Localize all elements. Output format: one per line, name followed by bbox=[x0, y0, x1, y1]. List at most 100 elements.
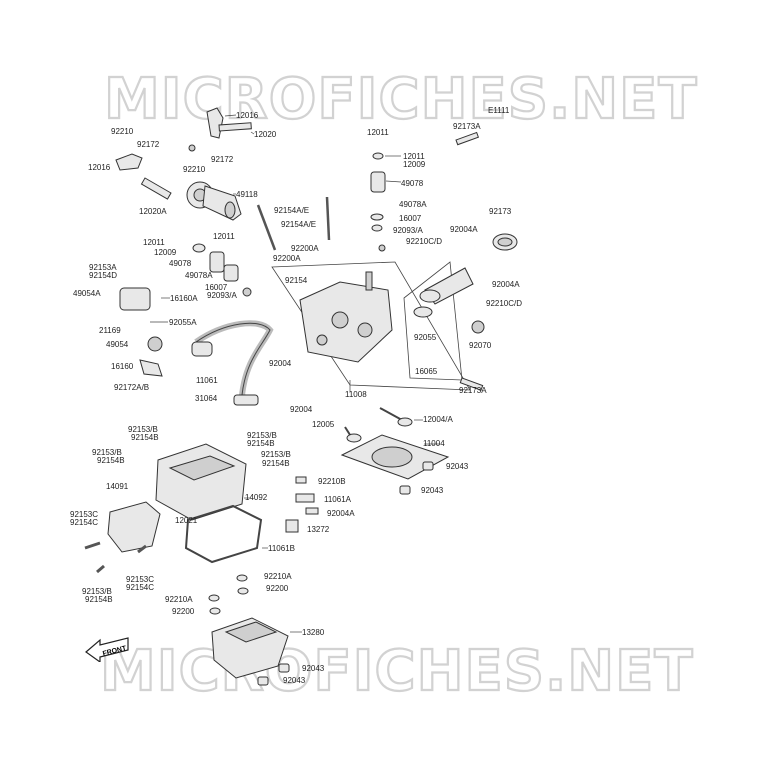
part-label: 92153A bbox=[89, 263, 117, 272]
part-label: 92153/B bbox=[92, 448, 122, 457]
cylinder-gasket bbox=[340, 434, 450, 480]
part-label: 11061 bbox=[196, 376, 218, 385]
part-label: 12016 bbox=[88, 163, 111, 172]
cover-gasket bbox=[184, 504, 263, 564]
head-cover bbox=[155, 443, 247, 521]
camshaft bbox=[186, 181, 242, 221]
part-label: 92154C bbox=[70, 518, 99, 527]
part-label: 92153/B bbox=[128, 425, 158, 434]
part-label: 92043 bbox=[421, 486, 444, 495]
part-label: 14092 bbox=[245, 493, 268, 502]
part-label: 12004/A bbox=[423, 415, 453, 424]
part-label: 11004 bbox=[423, 439, 445, 448]
part-label: 16065 bbox=[415, 367, 438, 376]
part-label: 92154B bbox=[262, 459, 290, 468]
part-label: 92154B bbox=[85, 595, 113, 604]
part-label: 92210 bbox=[183, 165, 206, 174]
clip-bottom bbox=[459, 377, 484, 391]
pipe-flange bbox=[233, 394, 259, 406]
part-label: 92172A/B bbox=[114, 383, 150, 392]
pipe-inlet bbox=[191, 341, 213, 357]
part-label: 92153C bbox=[126, 575, 155, 584]
part-label: 92210 bbox=[111, 127, 134, 136]
part-label: 12011 bbox=[367, 128, 389, 137]
valve-spring-right bbox=[370, 152, 386, 252]
part-label: 92055 bbox=[414, 333, 437, 342]
part-label: 12020A bbox=[139, 207, 167, 216]
valve-spring-left bbox=[192, 243, 252, 297]
part-label: 11061A bbox=[324, 495, 351, 504]
part-label: 16007 bbox=[205, 283, 228, 292]
part-label: 16160A bbox=[170, 294, 198, 303]
part-label: 92043 bbox=[446, 462, 469, 471]
part-label: 92210A bbox=[264, 572, 292, 581]
part-label: 31064 bbox=[195, 394, 218, 403]
part-label: 92070 bbox=[469, 341, 492, 350]
part-label: 92173A bbox=[459, 386, 487, 395]
part-label: 92004 bbox=[290, 405, 313, 414]
part-label: 12009 bbox=[403, 160, 426, 169]
crankcase-part bbox=[208, 574, 289, 679]
part-label: 49078 bbox=[401, 179, 424, 188]
part-label: 92154B bbox=[247, 439, 275, 448]
clip-top bbox=[455, 131, 480, 146]
part-label: 16007 bbox=[399, 214, 422, 223]
cylinder-head bbox=[299, 271, 393, 363]
part-label: 92154A/E bbox=[274, 206, 310, 215]
part-label: 92173 bbox=[489, 207, 512, 216]
front-direction-arrow: FRONT bbox=[85, 637, 129, 662]
part-label: 16160 bbox=[111, 362, 134, 371]
part-label: 92004A bbox=[450, 225, 478, 234]
part-label: 92153/B bbox=[247, 431, 277, 440]
part-label: 92154C bbox=[126, 583, 155, 592]
part-label: 92154B bbox=[97, 456, 125, 465]
part-label: 92172 bbox=[211, 155, 234, 164]
part-label: 92004 bbox=[269, 359, 292, 368]
rocker-arm-group bbox=[115, 107, 252, 200]
part-label: 49054A bbox=[73, 289, 101, 298]
part-label: 92093/A bbox=[393, 226, 423, 235]
part-label: 12020 bbox=[254, 130, 277, 139]
part-label: 12005 bbox=[312, 420, 335, 429]
intake-pipe bbox=[413, 267, 474, 318]
part-label: 92200A bbox=[273, 254, 301, 263]
part-label: 92154 bbox=[285, 276, 308, 285]
part-label: 92200 bbox=[266, 584, 289, 593]
part-label: 12011 bbox=[213, 232, 235, 241]
part-label: 92210C/D bbox=[486, 299, 523, 308]
part-label: 49078A bbox=[399, 200, 427, 209]
hose-clamp bbox=[492, 233, 518, 251]
part-label: 92200 bbox=[172, 607, 195, 616]
thermostat-housing bbox=[119, 287, 163, 377]
part-label: 14091 bbox=[106, 482, 129, 491]
part-label: 92093/A bbox=[207, 291, 237, 300]
part-label: 92153C bbox=[70, 510, 99, 519]
part-label: 12016 bbox=[236, 111, 259, 120]
part-label: 92200A bbox=[291, 244, 319, 253]
part-label: 49078A bbox=[185, 271, 213, 280]
part-label: 49054 bbox=[106, 340, 129, 349]
part-label: 13272 bbox=[307, 525, 330, 534]
part-label: 12009 bbox=[154, 248, 177, 257]
part-label: 92153/B bbox=[261, 450, 291, 459]
part-label: 92172 bbox=[137, 140, 160, 149]
part-label: 92210A bbox=[165, 595, 193, 604]
part-label: 12011 bbox=[403, 152, 425, 161]
part-label: 49118 bbox=[236, 190, 258, 199]
part-label: 92154D bbox=[89, 271, 118, 280]
watermark-top: MICROFICHES.NET bbox=[104, 67, 698, 132]
part-label: 92043 bbox=[302, 664, 325, 673]
part-label: 12021 bbox=[175, 516, 198, 525]
part-label: 92154A/E bbox=[281, 220, 317, 229]
part-label: 92055A bbox=[169, 318, 197, 327]
part-label: 92210C/D bbox=[406, 237, 443, 246]
part-label: 92154B bbox=[131, 433, 159, 442]
part-label: 12011 bbox=[143, 238, 165, 247]
part-label: 92173A bbox=[453, 122, 481, 131]
part-label: 92153/B bbox=[82, 587, 112, 596]
stud-right bbox=[325, 196, 331, 241]
diagram-reference-code: E1111 bbox=[488, 106, 510, 115]
valves bbox=[344, 407, 413, 443]
part-label: 49078 bbox=[169, 259, 192, 268]
